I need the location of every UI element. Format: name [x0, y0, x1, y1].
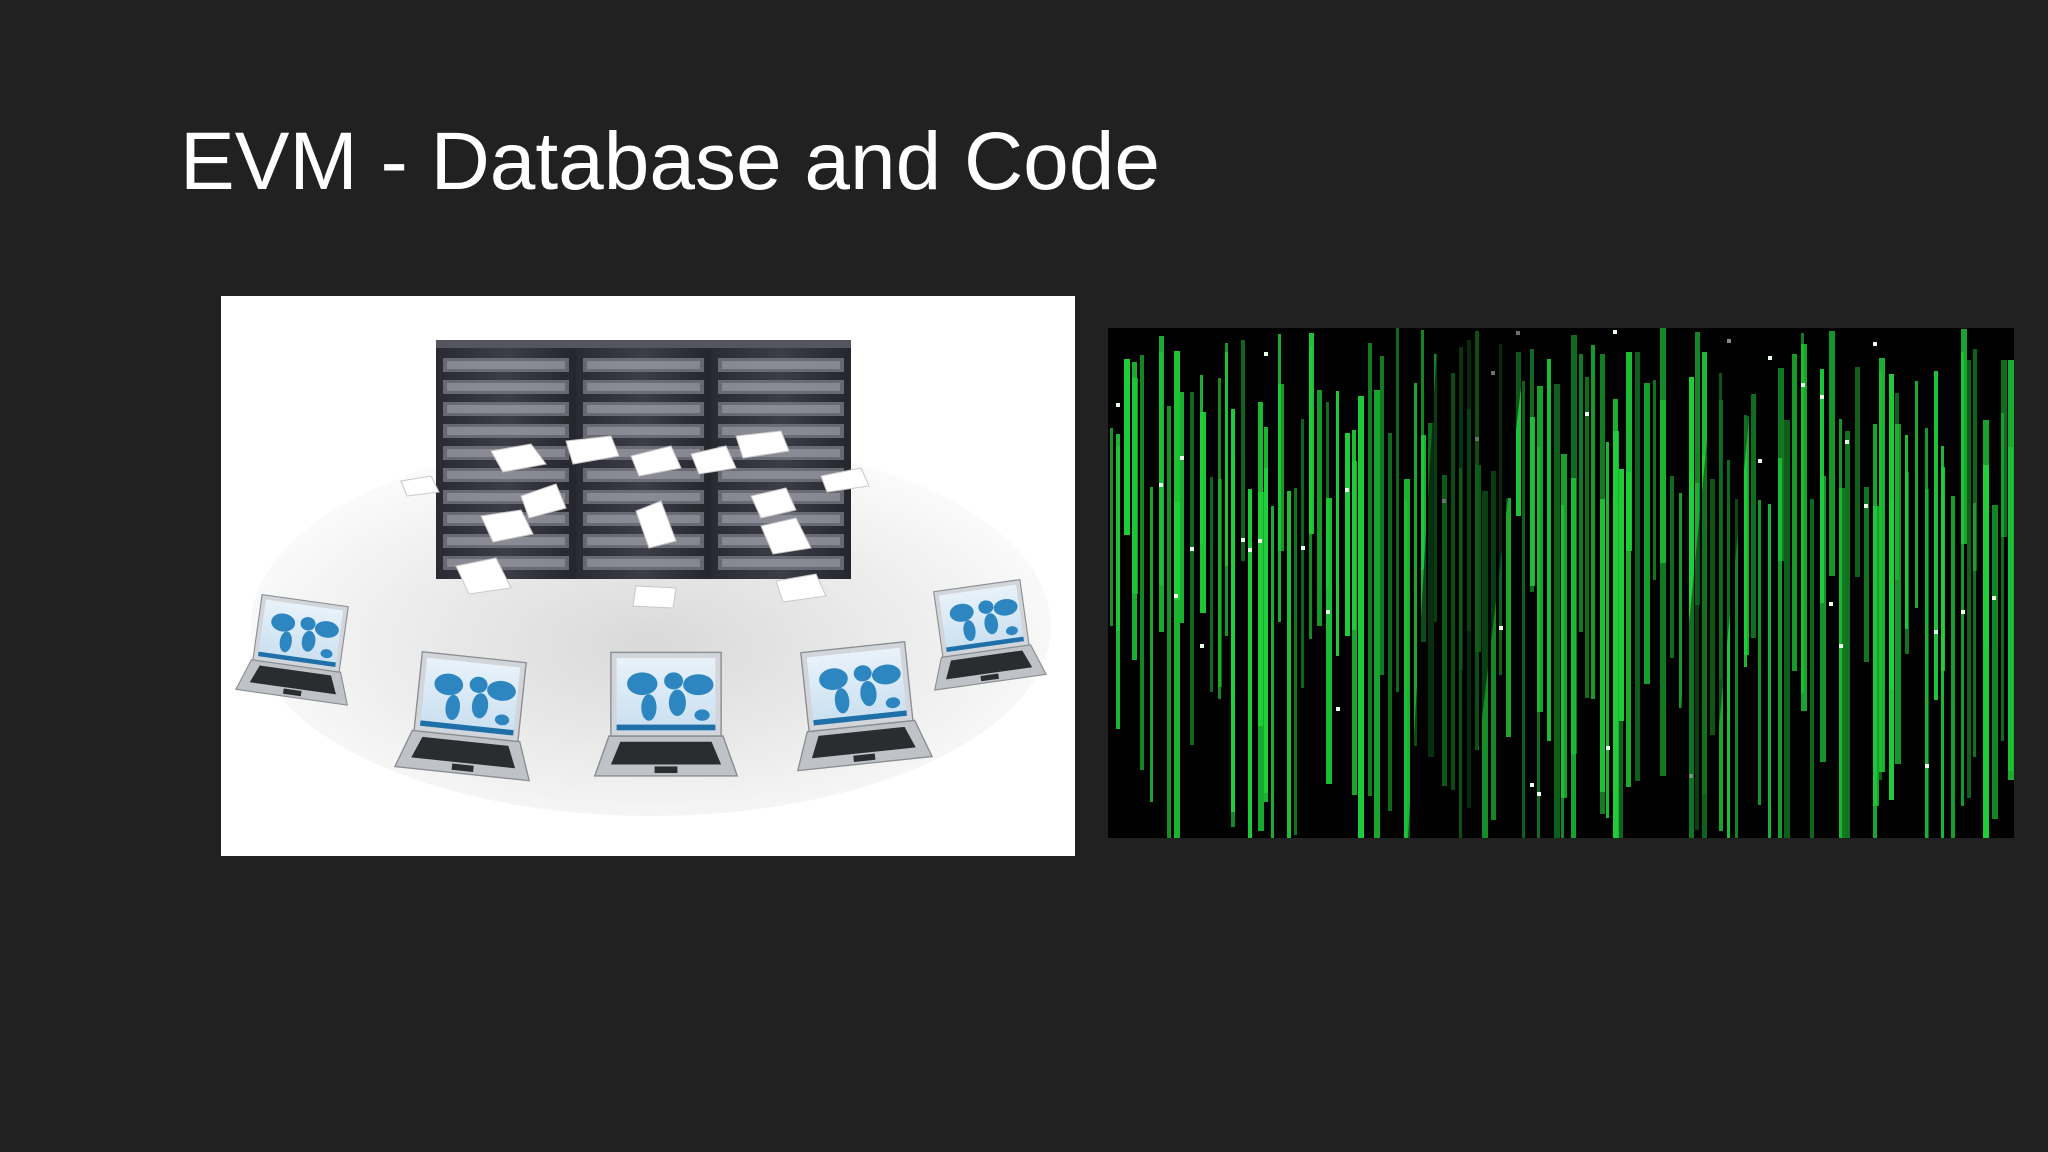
- server-network-image: [221, 296, 1075, 856]
- matrix-code-rain-icon: [1108, 328, 2014, 838]
- server-network-illustration-icon: [221, 296, 1075, 856]
- matrix-code-image: [1108, 328, 2014, 838]
- slide-title: EVM - Database and Code: [180, 116, 1160, 207]
